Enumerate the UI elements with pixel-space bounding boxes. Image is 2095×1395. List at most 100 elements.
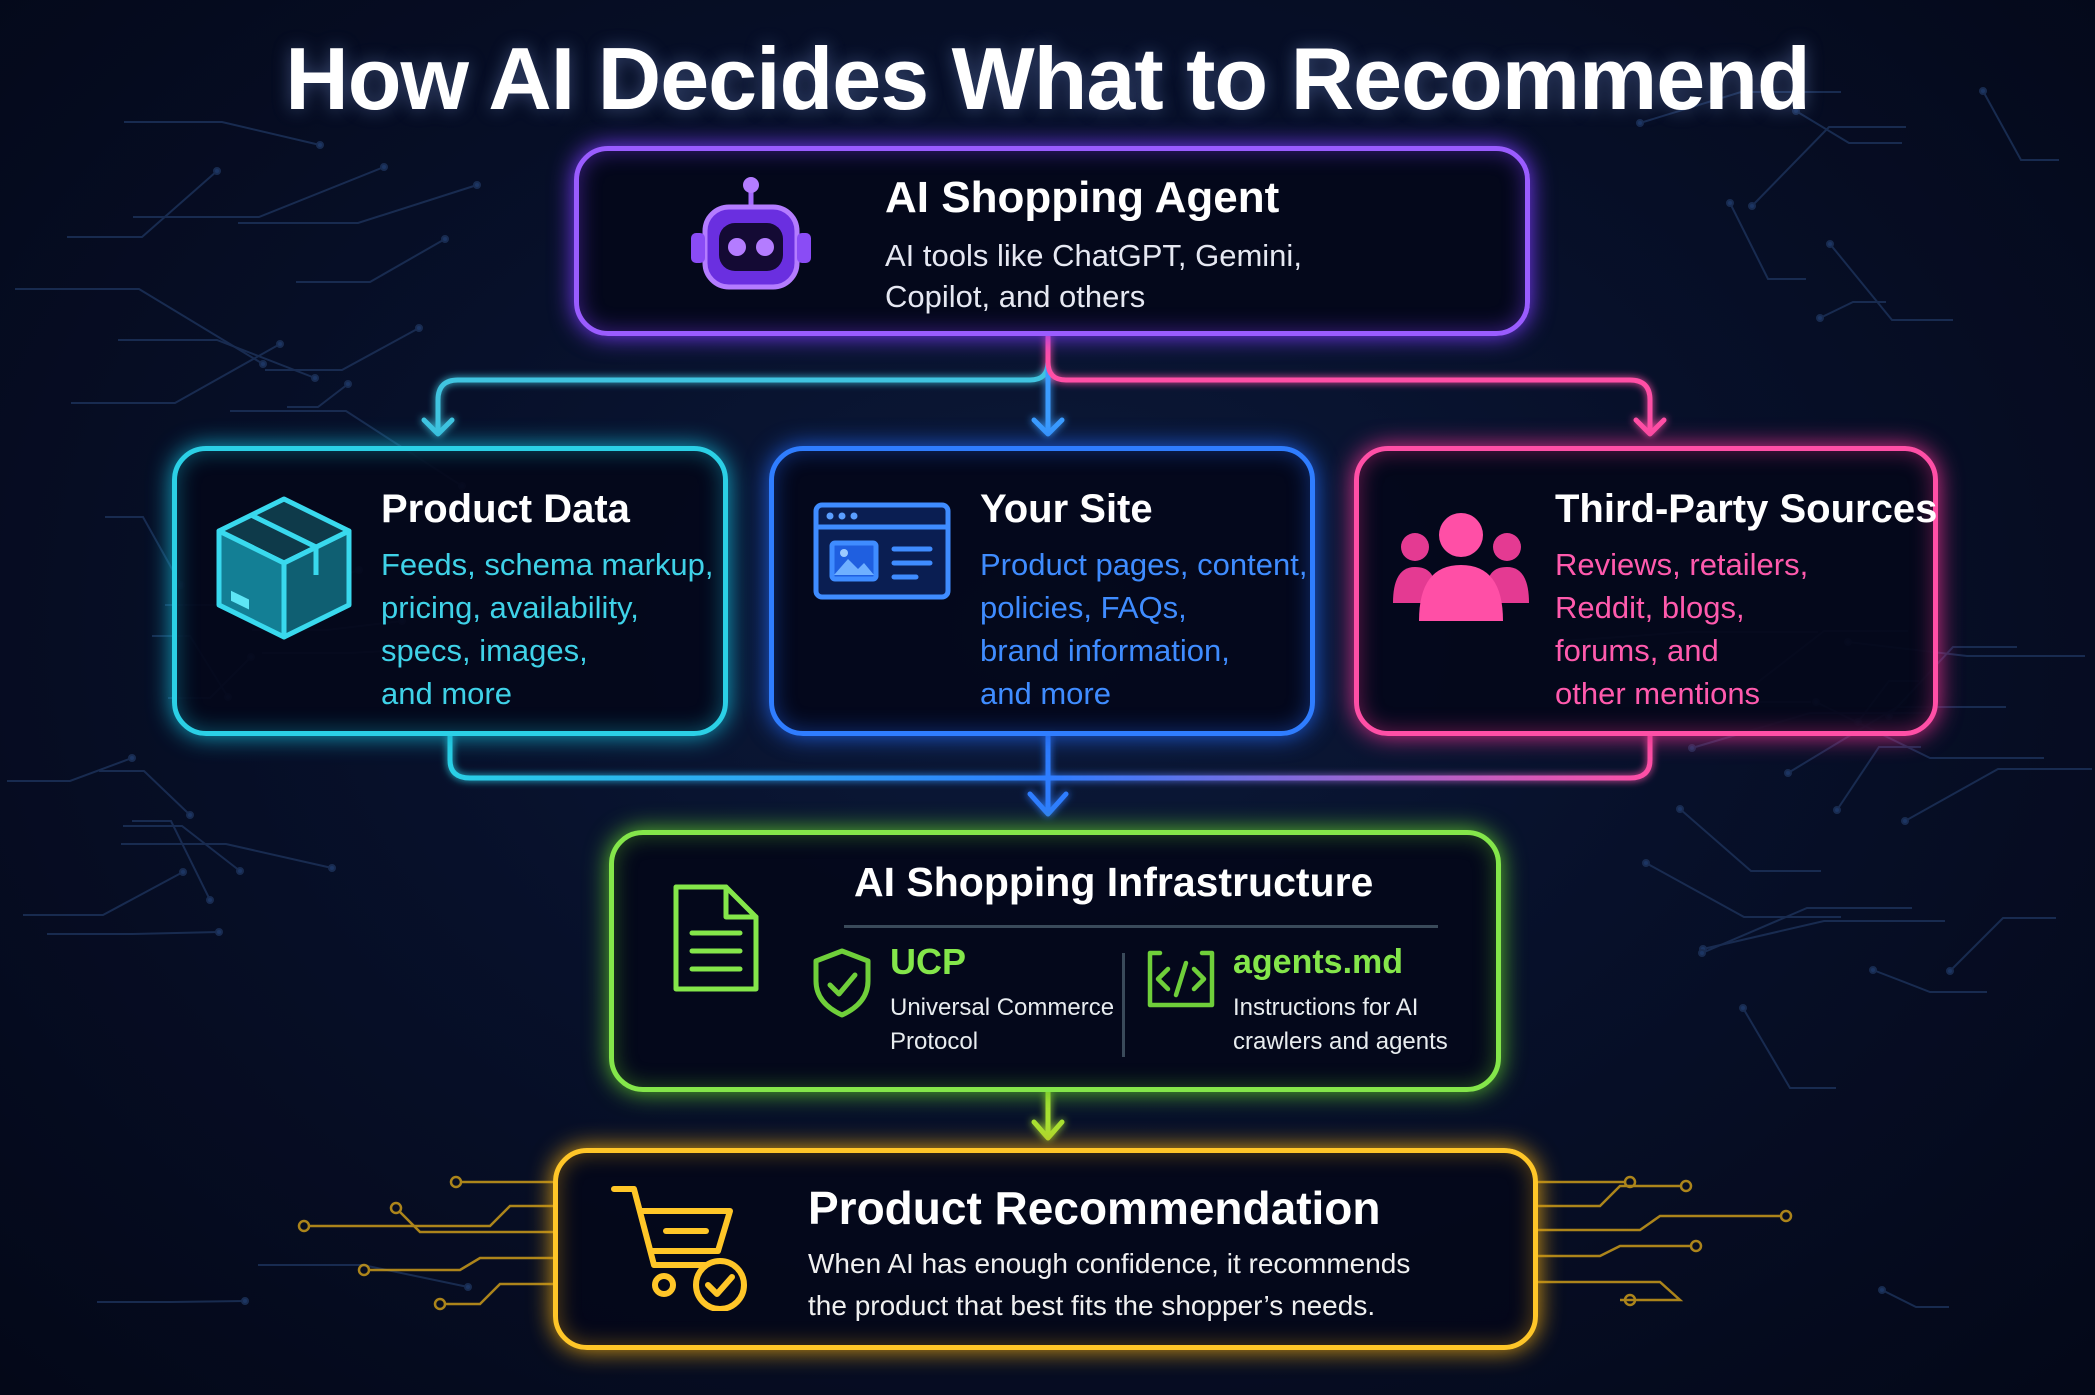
circuit-node [276,340,284,348]
circuit-node [1748,202,1756,210]
circuit-trace [97,1300,246,1303]
circuit-trace [1872,969,1987,993]
circuit-node [1826,240,1834,248]
circuit-trace [1949,917,2056,972]
circuit-trace [1751,126,1906,207]
circuit-trace [133,166,385,218]
circuit-trace [296,238,446,283]
robot-icon [691,177,811,290]
circuit-trace [1819,301,1886,319]
your-site-heading: Your Site [980,487,1153,531]
circuit-trace [265,327,420,371]
circuit-node [1833,806,1841,814]
shield-check-icon [813,948,871,1018]
circuit-trace [132,820,211,901]
circuit-node [1816,314,1824,322]
circuit-trace [67,170,218,238]
circuit-trace [47,931,220,935]
webpage-icon [813,502,951,600]
infrastructure-column-divider [1122,953,1125,1057]
circuit-node [441,235,449,243]
arrow-head-infrastructure [1027,791,1069,817]
ucp-description: Universal Commerce Protocol [890,994,1115,1055]
third-party-sources-description: Reviews, retailers, Reddit, blogs, forum… [1555,547,1809,711]
circuit-trace [287,383,349,408]
circuit-trace [1729,202,1806,280]
third-party-sources-heading: Third-Party Sources [1555,487,1938,531]
circuit-trace [238,184,478,224]
ucp-name: UCP [890,941,967,982]
circuit-node [1901,817,1909,825]
product-recommendation-description: When AI has enough confidence, it recomm… [808,1248,1411,1321]
circuit-node [344,380,352,388]
circuit-node [380,163,388,171]
circuit-trace [7,757,133,782]
circuit-trace [121,843,333,869]
arrow-head-product-data [421,417,455,437]
your-site-description: Product pages, content, policies, FAQs, … [980,547,1308,711]
circuit-node [1726,199,1734,207]
circuit-node [186,811,194,819]
circuit-node [215,928,223,936]
circuit-trace [1679,808,1821,872]
box-icon [216,496,352,640]
product-data-card: Product Data Feeds, schema markup, prici… [172,446,728,736]
circuit-trace [71,343,281,404]
agents-md-name: agents.md [1233,943,1404,981]
circuit-node [1946,967,1954,975]
circuit-node [316,141,324,149]
page-title: How AI Decides What to Recommend [285,29,1811,128]
circuit-node [241,1297,249,1305]
circuit-trace [1701,907,1912,954]
circuit-node [415,324,423,332]
circuit-node [328,864,336,872]
code-icon [1147,950,1215,1008]
circuit-node [236,867,244,875]
circuit-trace [105,516,182,586]
circuit-node [1792,107,1800,115]
circuit-node [213,167,221,175]
circuit-trace [23,871,184,916]
circuit-node [1869,966,1877,974]
circuit-node [1698,949,1706,957]
agents-md-description: Instructions for AI crawlers and agents [1233,994,1448,1055]
arrow-agent-to-third-party [1045,333,1653,435]
cart-check-icon [611,1186,747,1311]
circuit-node [1642,859,1650,867]
infrastructure-heading: AI Shopping Infrastructure [854,859,1374,905]
circuit-trace [1639,91,1841,124]
ai-shopping-agent-heading: AI Shopping Agent [885,173,1280,222]
your-site-card: Your Site Product pages, content, polici… [769,446,1315,736]
circuit-node [1979,87,1987,95]
ai-shopping-agent-description: AI tools like ChatGPT, Gemini, Copilot, … [885,238,1302,314]
arrow-agent-to-product-data [435,333,1051,435]
arrow-head-your-site [1031,417,1065,437]
circuit-trace [1881,1289,1949,1308]
ai-shopping-agent-card: AI Shopping Agent AI tools like ChatGPT,… [574,146,1530,336]
circuit-node [1676,805,1684,813]
circuit-node [464,1283,472,1291]
product-data-heading: Product Data [381,487,630,531]
product-recommendation-heading: Product Recommendation [808,1182,1381,1234]
arrow-head-third-party [1633,417,1667,437]
circuit-node [128,754,136,762]
circuit-node [1636,119,1644,127]
circuit-node [311,374,319,382]
circuit-node [206,896,214,904]
circuit-node [259,360,267,368]
ai-shopping-infrastructure-card: AI Shopping Infrastructure UCP Universal… [609,830,1501,1092]
circuit-node [1784,769,1792,777]
document-icon [673,884,759,992]
recommendation-side-traces [297,1175,1793,1311]
circuit-node [1739,1004,1747,1012]
circuit-trace [99,770,191,816]
circuit-node [473,181,481,189]
circuit-trace [1742,1007,1836,1089]
circuit-trace [1829,243,1953,321]
infrastructure-divider [844,925,1438,928]
circuit-trace [123,825,241,872]
circuit-trace [1702,920,1945,950]
third-party-sources-card: Third-Party Sources Reviews, retailers, … [1354,446,1938,736]
arrow-head-recommendation [1031,1119,1065,1141]
circuit-trace [1836,746,1921,811]
